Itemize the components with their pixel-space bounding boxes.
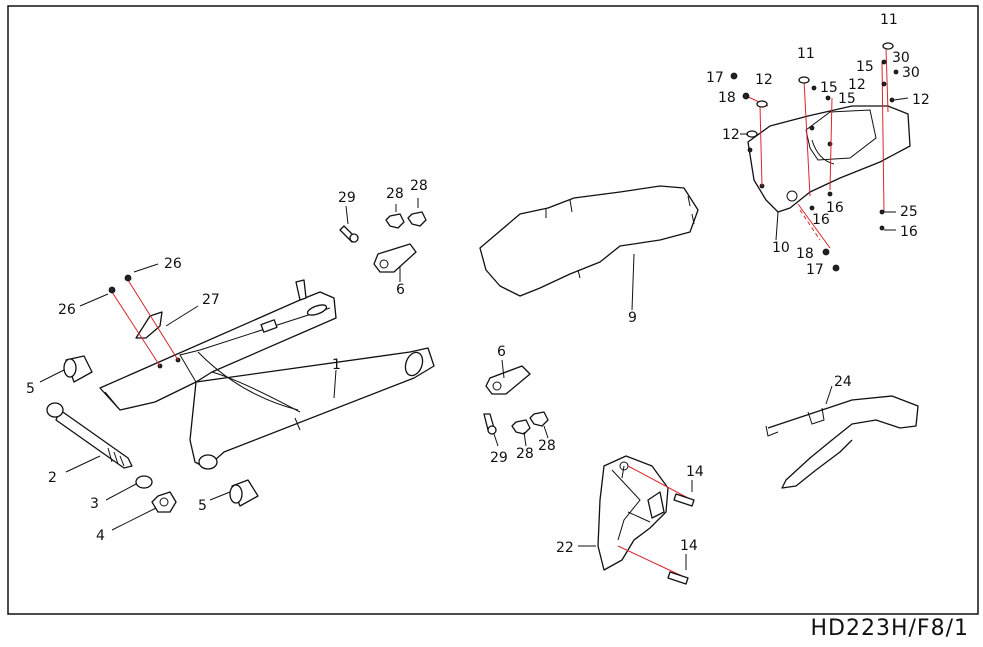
callout-17b: 17 [806, 262, 824, 278]
callout-1: 1 [332, 357, 341, 373]
callout-10: 10 [772, 240, 790, 256]
callout-26b: 26 [164, 256, 182, 272]
callout-2: 2 [48, 470, 57, 486]
callout-11a: 11 [880, 12, 898, 28]
axle-bolt-part-2 [46, 402, 133, 469]
callout-16c: 16 [900, 224, 918, 240]
bracket-part-24 [765, 395, 919, 489]
callout-9: 9 [628, 310, 637, 326]
chain-cover-part-9 [479, 185, 699, 297]
callout-15b: 15 [838, 91, 856, 107]
callout-12a: 12 [755, 72, 773, 88]
callout-14a: 14 [686, 464, 704, 480]
callout-6b: 6 [497, 344, 506, 360]
diagram-frame [7, 5, 979, 615]
callout-12b: 12 [722, 127, 740, 143]
callout-30a: 30 [892, 50, 910, 66]
callout-30b: 30 [902, 65, 920, 81]
callout-15a: 15 [820, 80, 838, 96]
callout-28c: 28 [516, 446, 534, 462]
callout-25: 25 [900, 204, 918, 220]
callout-3: 3 [90, 496, 99, 512]
leader-lines [39, 97, 909, 570]
callout-29a: 29 [338, 190, 356, 206]
callout-28a: 28 [386, 186, 404, 202]
callout-24: 24 [834, 374, 852, 390]
callout-28b: 28 [410, 178, 428, 194]
guide-line-dashed [799, 209, 821, 241]
callout-28d: 28 [538, 438, 556, 454]
guide-lines-14 [617, 465, 689, 577]
callout-26a: 26 [58, 302, 76, 318]
bushing-part-5b [229, 479, 259, 507]
washer-part-3 [135, 475, 153, 489]
bushing-part-5a [63, 355, 93, 383]
callout-12c: 12 [848, 77, 866, 93]
callout-5a: 5 [26, 381, 35, 397]
callout-14b: 14 [680, 538, 698, 554]
callout-18b: 18 [796, 246, 814, 262]
callout-11b: 11 [797, 46, 815, 62]
callout-15c: 15 [856, 59, 874, 75]
chain-guide-part-6b [485, 365, 531, 395]
callout-labels: 1 2 3 4 5 5 6 6 9 10 11 11 12 12 12 12 1… [26, 12, 930, 556]
drawing-reference-code: HD223H/F8/1 [810, 616, 969, 641]
bolts-14 [667, 493, 695, 585]
swing-arm-part [99, 279, 435, 470]
callout-27: 27 [202, 292, 220, 308]
callout-16b: 16 [826, 200, 844, 216]
fender-hardware [730, 42, 899, 272]
callout-5b: 5 [198, 498, 207, 514]
callout-6a: 6 [396, 282, 405, 298]
hardware-28-29-upper [339, 211, 427, 243]
chain-guide-part-6a [373, 243, 417, 273]
guide-lines-26 [111, 279, 179, 367]
callout-12d: 12 [912, 92, 930, 108]
callout-22: 22 [556, 540, 574, 556]
callout-17a: 17 [706, 70, 724, 86]
callout-18a: 18 [718, 90, 736, 106]
guide-lines-fender [745, 47, 889, 249]
nut-part-4 [151, 491, 177, 513]
hardware-28-29-lower [483, 411, 549, 435]
bolts-26 [108, 274, 132, 294]
sprocket-cover-part-22 [597, 455, 669, 571]
bracket-part-27 [135, 311, 163, 339]
callout-29b: 29 [490, 450, 508, 466]
callout-4: 4 [96, 528, 105, 544]
callout-16a: 16 [812, 212, 830, 228]
